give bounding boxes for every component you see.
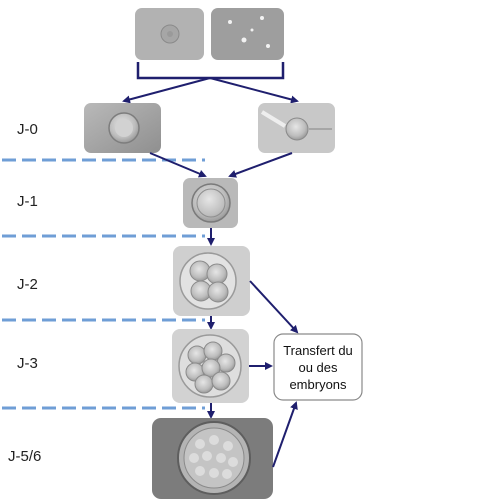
embryo-day3-micrograph <box>172 329 249 403</box>
transfer-line-3: embryons <box>289 376 347 392</box>
day-label-j0: J-0 <box>17 121 38 138</box>
blastocyst-day5-micrograph <box>152 418 273 499</box>
arrow-to-ivf <box>122 77 211 104</box>
embryo-day2-micrograph <box>173 246 250 316</box>
transfer-box <box>273 333 363 401</box>
day-label-j2: J-2 <box>17 276 38 293</box>
arrow-blastocyst-to-transfer <box>272 401 298 468</box>
oocyte-collection-micrograph <box>211 8 284 60</box>
day-label-j1: J-1 <box>17 193 38 210</box>
arrow-to-icsi <box>209 77 299 104</box>
day-label-j5-6: J-5/6 <box>8 448 42 465</box>
transfer-box-text: Transfert du ou des embryons <box>274 334 362 400</box>
bracket-connector <box>136 62 285 80</box>
transfer-line-2: ou des <box>298 359 338 375</box>
arrow-ivf-to-zygote <box>149 152 207 178</box>
arrow-day2-to-transfer <box>249 280 299 334</box>
transfer-line-1: Transfert du <box>283 342 353 358</box>
arrow-icsi-to-zygote <box>228 152 293 178</box>
sperm-sample-micrograph <box>135 8 204 60</box>
zygote-day1-micrograph <box>183 178 238 228</box>
icsi-injection-micrograph <box>258 103 335 153</box>
day-label-j3: J-3 <box>17 355 38 372</box>
ivf-oocyte-micrograph <box>84 103 161 153</box>
